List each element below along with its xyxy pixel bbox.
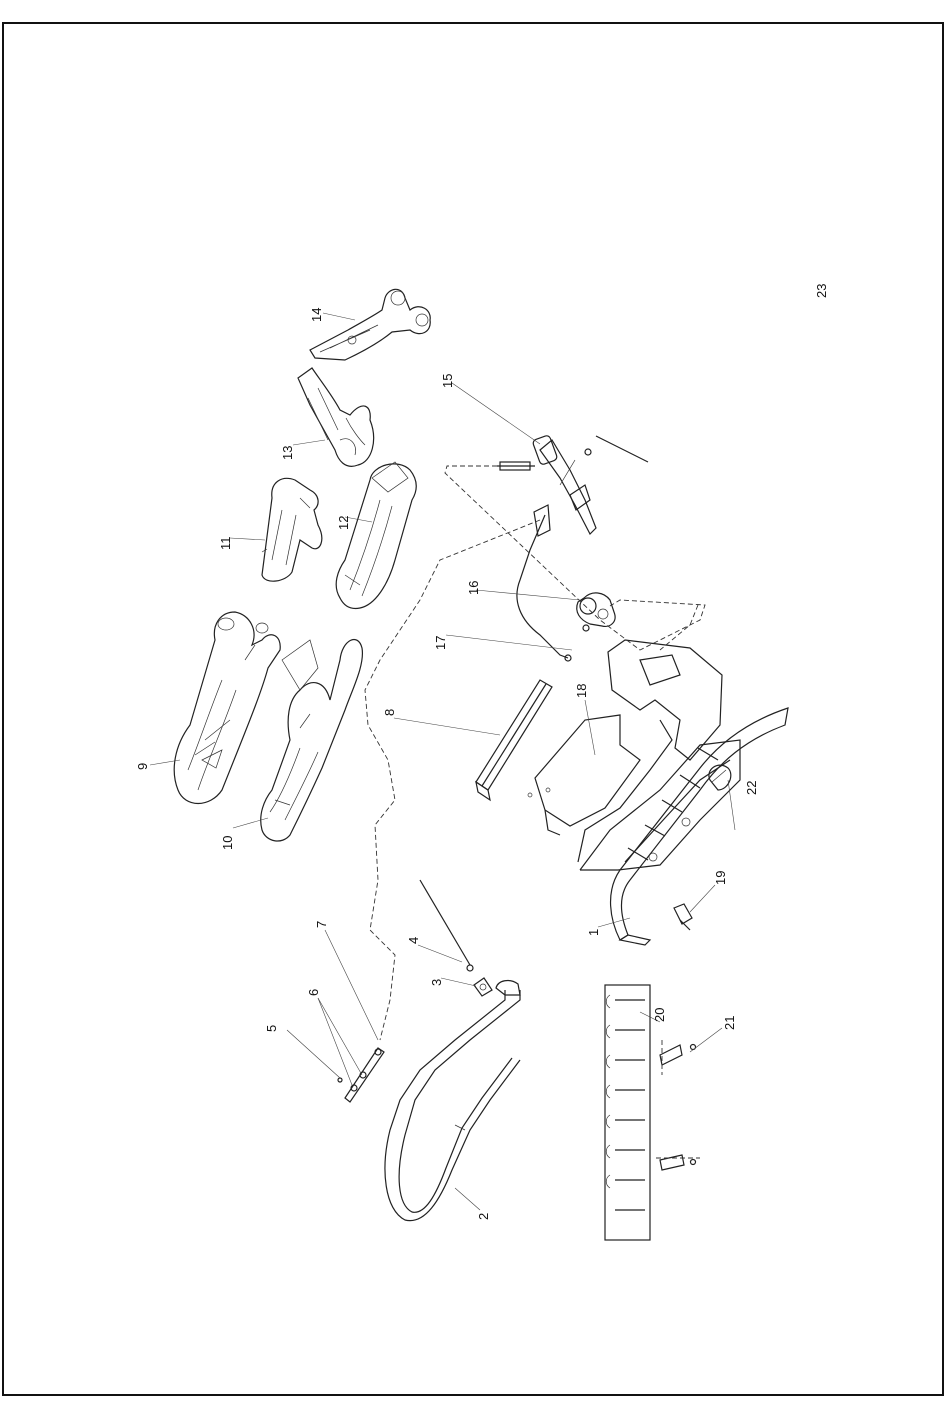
- nozzle-19: [674, 904, 692, 930]
- callout-13: 13: [280, 446, 295, 460]
- callout-12: 12: [336, 516, 351, 530]
- burner-tube-1: [611, 708, 788, 945]
- callout-17: 17: [433, 636, 448, 650]
- callout-11: 11: [218, 537, 233, 551]
- valve-16: [577, 593, 615, 631]
- callout-1: 1: [586, 929, 601, 936]
- log-14: [310, 289, 430, 360]
- part-22: [709, 765, 731, 790]
- callout-6: 6: [306, 989, 321, 996]
- rod-4: [420, 880, 473, 971]
- callout-14: 14: [309, 308, 324, 322]
- u-tube-2: [385, 981, 520, 1221]
- burner-tray: [580, 640, 740, 870]
- log-13: [298, 368, 374, 466]
- fitting-3: [474, 978, 492, 996]
- callout-8: 8: [382, 709, 397, 716]
- log-10: [261, 639, 363, 841]
- callout-2: 2: [476, 1213, 491, 1220]
- pilot-assembly-15: [497, 435, 648, 534]
- callout-21: 21: [722, 1016, 737, 1030]
- leader-lines: [150, 313, 735, 1210]
- page-number: 23: [814, 284, 829, 298]
- electrode-5-6-7: [338, 1048, 384, 1102]
- thermocouple-17: [517, 505, 571, 661]
- callout-16: 16: [466, 581, 481, 595]
- callout-18: 18: [574, 684, 589, 698]
- panel-18: [528, 715, 672, 862]
- callout-4: 4: [406, 937, 421, 944]
- callout-3: 3: [429, 979, 444, 986]
- callout-9: 9: [135, 763, 150, 770]
- callout-10: 10: [220, 836, 235, 850]
- callout-15: 15: [440, 374, 455, 388]
- callout-19: 19: [713, 871, 728, 885]
- log-11: [262, 478, 322, 581]
- log-12: [336, 462, 416, 609]
- bar-8: [476, 680, 552, 800]
- assembly-lines: [365, 466, 705, 1040]
- callout-22: 22: [744, 781, 759, 795]
- callouts: 1 2 3 4 5 6 7 8 9 10 11 12 13 14 15 16 1…: [135, 308, 759, 1220]
- callout-20: 20: [652, 1008, 667, 1022]
- log-9: [174, 612, 280, 804]
- callout-5: 5: [264, 1025, 279, 1032]
- clip-21: [656, 1040, 700, 1170]
- callout-7: 7: [314, 921, 329, 928]
- comb-20: [605, 985, 650, 1240]
